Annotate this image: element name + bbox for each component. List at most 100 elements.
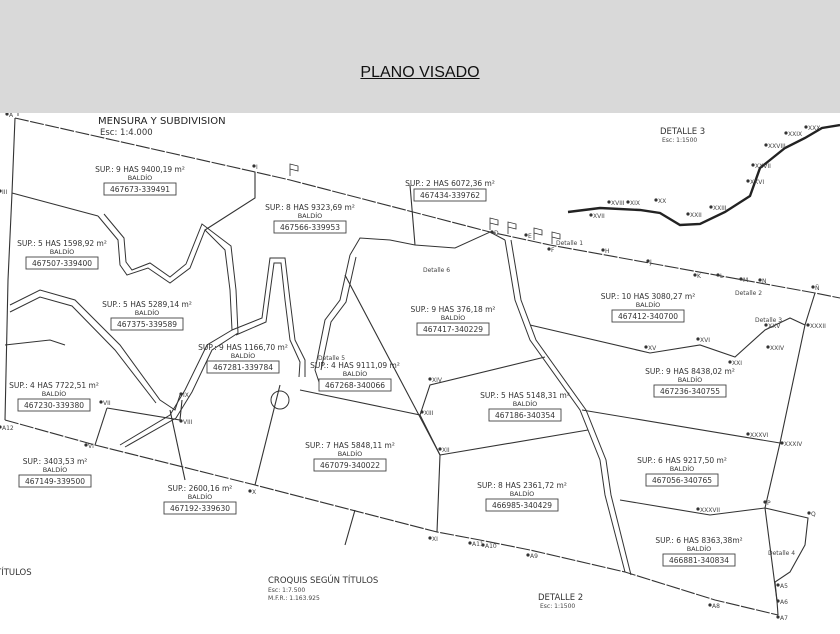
boundary-point-marker xyxy=(746,179,750,183)
boundary-point-marker xyxy=(438,447,442,451)
parcel-area: SUP.: 2600,16 m² xyxy=(168,484,233,493)
boundary-point-marker xyxy=(601,248,605,252)
parcel-area: SUP.: 3403,53 m² xyxy=(23,457,88,466)
q-curve xyxy=(764,507,809,602)
boundary-point-label: XXX xyxy=(808,125,820,132)
parcel-code: 467192-339630 xyxy=(170,504,230,513)
channel xyxy=(349,231,506,256)
parcel-use: BALDÍO xyxy=(513,399,538,408)
boundary-point-label: VI xyxy=(88,443,94,450)
parcel-use: BALDÍO xyxy=(43,465,68,474)
detail-reference: Detalle 4 xyxy=(768,550,795,557)
parcel-code-box xyxy=(318,378,392,392)
parcel-code: 467673-339491 xyxy=(110,185,170,194)
boundary-point-marker xyxy=(524,233,528,237)
boundary-point-marker xyxy=(0,425,2,429)
detalle2-scale: Esc: 1:1500 xyxy=(540,603,575,610)
parcel-use: BALDÍO xyxy=(128,173,153,182)
boundary-point-marker xyxy=(764,143,768,147)
flag-icon xyxy=(507,221,517,234)
boundary-point-label: Ñ xyxy=(815,285,820,292)
boundary-point-marker xyxy=(644,345,648,349)
parcel-code: 467230-339380 xyxy=(24,401,84,410)
boundary-point-marker xyxy=(179,392,183,396)
main-heading: MENSURA Y SUBDIVISION xyxy=(98,116,226,127)
flag-icon xyxy=(289,163,299,176)
parcel-code-box xyxy=(25,256,99,270)
boundary-point-label: XXIV xyxy=(770,345,785,352)
detalle2-title: DETALLE 2 xyxy=(538,593,583,603)
boundary-point-label: A xyxy=(9,113,14,119)
parcel-label: SUP.: 8 HAS 2361,72 m²BALDÍO466985-34042… xyxy=(477,481,567,512)
parcel-area: SUP.: 9 HAS 9400,19 m² xyxy=(95,165,185,174)
parcel-area: SUP.: 5 HAS 5148,31 m² xyxy=(480,391,570,400)
channel xyxy=(9,296,157,404)
parcel-label: SUP.: 9 HAS 1166,70 m²BALDÍO467281-33978… xyxy=(198,343,288,374)
boundary-point-label: A5 xyxy=(780,583,788,590)
boundary-point-label: E xyxy=(528,233,532,240)
parcel-label: SUP.: 4 HAS 9111,09 m²BALDÍO467268-34006… xyxy=(310,361,400,392)
boundary-point-marker xyxy=(654,198,658,202)
parcel-use: BALDÍO xyxy=(670,464,695,473)
boundary-point-label: III xyxy=(2,189,8,196)
boundary-point-label: L xyxy=(720,273,724,280)
interior-line xyxy=(11,192,99,217)
boundary-point-marker xyxy=(693,273,697,277)
boundary-point-marker xyxy=(708,603,712,607)
boundary-point-label: XI xyxy=(432,536,438,543)
boundary-point-label: XII xyxy=(442,447,450,454)
parcel-code: 467186-340354 xyxy=(495,411,555,420)
parcel-label: SUP.: 10 HAS 3080,27 m²BALDÍO467412-3407… xyxy=(601,292,695,323)
parcel-code-box xyxy=(163,501,237,515)
boundary-point-marker xyxy=(686,212,690,216)
boundary-point-marker xyxy=(776,583,780,587)
parcel-use: BALDÍO xyxy=(188,492,213,501)
boundary-point-label: M xyxy=(743,277,748,284)
parcel-code-box xyxy=(18,474,92,488)
parcel-code: 467236-340755 xyxy=(660,387,720,396)
boundary-point-label: A12 xyxy=(2,425,14,432)
detail-reference: Detalle 3 xyxy=(755,317,782,324)
parcel-area: SUP.: 4 HAS 9111,09 m² xyxy=(310,361,400,370)
parcel-area: SUP.: 2 HAS 6072,36 m² xyxy=(405,179,495,188)
boundary-point-label: F xyxy=(551,247,555,254)
boundary-point-label: XXVIII xyxy=(768,143,786,150)
boundary-point-label: P xyxy=(767,500,771,507)
survey-plan: MENSURA Y SUBDIVISION Esc: 1:4.000 DETAL… xyxy=(0,103,840,630)
detail-reference: Detalle 5 xyxy=(318,355,345,362)
parcel-area: SUP.: 5 HAS 1598,92 m² xyxy=(17,239,107,248)
boundary-point-marker xyxy=(420,410,424,414)
boundary-point-label: XXIX xyxy=(788,131,802,138)
parcel-use: BALDÍO xyxy=(343,369,368,378)
parcel-use: BALDÍO xyxy=(441,313,466,322)
boundary-point-label: XXXIV xyxy=(784,441,803,448)
interior-line xyxy=(581,409,781,444)
plan-drawing: MENSURA Y SUBDIVISION Esc: 1:4.000 DETAL… xyxy=(0,103,840,622)
parcel-code: 466881-340834 xyxy=(669,556,729,565)
parcel-code-box xyxy=(273,220,347,234)
parcel-label: SUP.: 8 HAS 9323,69 m²BALDÍO467566-33995… xyxy=(265,203,355,234)
boundary-point-label: A9 xyxy=(530,553,538,560)
boundary-point-label: XIII xyxy=(424,410,434,417)
parcel-code: 467507-339400 xyxy=(32,259,92,268)
boundary-point-marker xyxy=(807,511,811,515)
parcel-code-box xyxy=(611,309,685,323)
boundary-point-marker xyxy=(252,164,256,168)
parcel-code-box xyxy=(206,360,280,374)
boundary-point-marker xyxy=(179,419,183,423)
south-boundary xyxy=(4,419,779,616)
parcel-use: BALDÍO xyxy=(42,389,67,398)
parcel-label: SUP.: 5 HAS 5289,14 m²BALDÍO467375-33958… xyxy=(102,300,192,331)
detail-reference: Detalle 1 xyxy=(556,240,583,247)
main-scale: Esc: 1:4.000 xyxy=(100,128,153,138)
parcel-label: SUP.: 5 HAS 1598,92 m²BALDÍO467507-33940… xyxy=(17,239,107,270)
croquis-title: CROQUIS SEGÚN TÍTULOS xyxy=(268,574,378,586)
parcel-area: SUP.: 8 HAS 9323,69 m² xyxy=(265,203,355,212)
parcel-code: 467281-339784 xyxy=(213,363,273,372)
flag-icon xyxy=(551,231,561,244)
